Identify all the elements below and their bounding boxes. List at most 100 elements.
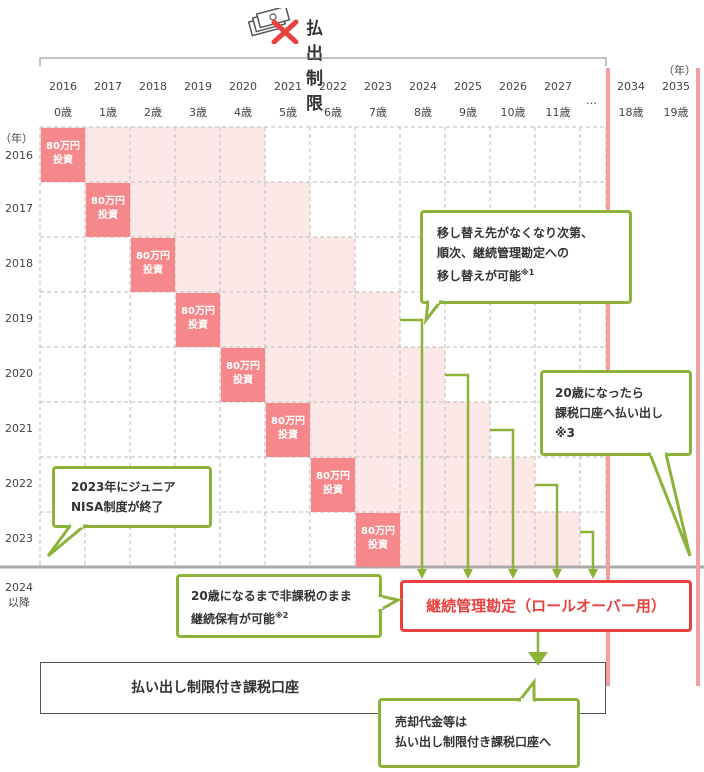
invest-amount: 80万円 [271, 416, 305, 427]
note-2: ※2 [275, 611, 289, 620]
held-cell [355, 347, 400, 402]
held-cell [175, 182, 220, 237]
rollover-account-label: 継続管理勘定（ロールオーバー用） [426, 597, 666, 615]
held-cell [265, 182, 310, 237]
row-label-2020: 2020 [5, 367, 33, 380]
held-cell [310, 402, 355, 457]
invest-cell: 80万円投資 [86, 183, 130, 237]
invest-cell: 80万円投資 [131, 238, 175, 292]
held-cell [265, 292, 310, 347]
held-cell [220, 292, 265, 347]
row-label-2021: 2021 [5, 422, 33, 435]
year-2017: 2017 [94, 80, 122, 93]
held-cell [220, 182, 265, 237]
invest-label: 投資 [233, 375, 253, 386]
held-cell [310, 237, 355, 292]
invest-cell: 80万円投資 [41, 128, 85, 182]
row-label-2022: 2022 [5, 477, 33, 490]
invest-label: 投資 [188, 320, 208, 331]
callout-end-line2: NISA制度が終了 [71, 500, 164, 514]
callout-keep-line2: 継続保有が可能※2 [191, 606, 379, 629]
callout-keep: 20歳になるまで非課税のまま 継続保有が可能※2 [176, 574, 382, 638]
callout-age20: 20歳になったら 課税口座へ払い出し ※3 [540, 370, 692, 456]
year-2034: 2034 [617, 80, 645, 93]
callout-transfer-line3: 移し替えが可能※1 [437, 263, 629, 286]
age-7: 7歳 [369, 106, 387, 119]
held-cell [130, 127, 175, 182]
year-2035: 2035 [662, 80, 690, 93]
year-2020: 2020 [229, 80, 257, 93]
age-19: 19歳 [663, 106, 689, 119]
callout-transfer-line2: 順次、継続管理勘定への [437, 246, 570, 260]
callout-age20-line3: ※3 [555, 426, 576, 440]
callout-end: 2023年にジュニア NISA制度が終了 [52, 466, 212, 528]
held-cell [400, 457, 445, 512]
held-cell [85, 127, 130, 182]
held-cell [400, 512, 445, 567]
age-3: 3歳 [189, 106, 207, 119]
age-10: 10歳 [500, 106, 526, 119]
row-label-2016: 2016 [5, 149, 33, 162]
row-label-2024-later: 以降 [8, 596, 30, 609]
held-cell [220, 237, 265, 292]
invest-cell: 80万円投資 [311, 458, 355, 512]
row-label-2023: 2023 [5, 532, 33, 545]
year-2027: 2027 [544, 80, 572, 93]
restricted-account-box: 払い出し制限付き課税口座 [40, 662, 606, 714]
invest-label: 投資 [53, 155, 73, 166]
held-cell [445, 402, 490, 457]
held-cell [535, 512, 580, 567]
row-label-2024: 2024 以降 [0, 580, 38, 610]
held-cell [400, 347, 445, 402]
held-cell [130, 182, 175, 237]
held-cell [355, 292, 400, 347]
invest-amount: 80万円 [46, 141, 80, 152]
invest-label: 投資 [143, 265, 163, 276]
callout-transfer: 移し替え先がなくなり次第、 順次、継続管理勘定への 移し替えが可能※1 [420, 210, 632, 304]
held-cell [355, 457, 400, 512]
age-2: 2歳 [144, 106, 162, 119]
held-cell [175, 237, 220, 292]
ellipsis: … [586, 94, 597, 107]
row-label-2017: 2017 [5, 202, 33, 215]
callout-transfer-line1: 移し替え先がなくなり次第、 [437, 226, 594, 240]
age-0: 0歳 [54, 106, 72, 119]
year-2023: 2023 [364, 80, 392, 93]
held-cell [220, 127, 265, 182]
held-cell [265, 237, 310, 292]
invest-amount: 80万円 [181, 306, 215, 317]
invest-amount: 80万円 [226, 361, 260, 372]
callout-age20-line1: 20歳になったら [555, 386, 644, 400]
divider-line [696, 68, 700, 686]
age-18: 18歳 [618, 106, 644, 119]
age-5: 5歳 [279, 106, 297, 119]
callout-keep-text: 継続保有が可能 [191, 612, 276, 626]
callout-keep-line1: 20歳になるまで非課税のまま [191, 589, 352, 603]
held-cell [355, 402, 400, 457]
invest-cell: 80万円投資 [176, 293, 220, 347]
held-cell [490, 512, 535, 567]
row-label-2024-year: 2024 [5, 581, 33, 594]
held-cell [445, 512, 490, 567]
invest-cell: 80万円投資 [266, 403, 310, 457]
row-label-2019: 2019 [5, 312, 33, 325]
held-cell [490, 457, 535, 512]
invest-amount: 80万円 [361, 526, 395, 537]
held-cell [310, 347, 355, 402]
rollover-account-box: 継続管理勘定（ロールオーバー用） [400, 580, 692, 632]
held-cell [265, 347, 310, 402]
callout-end-line1: 2023年にジュニア [71, 480, 176, 494]
note-1: ※1 [521, 268, 535, 277]
callout-sale-line2: 払い出し制限付き課税口座へ [395, 735, 552, 749]
held-cell [445, 457, 490, 512]
year-2025: 2025 [454, 80, 482, 93]
callout-sale: 売却代金等は 払い出し制限付き課税口座へ [378, 698, 580, 768]
year-2022: 2022 [319, 80, 347, 93]
callout-age20-line2: 課税口座へ払い出し [555, 406, 664, 420]
age-1: 1歳 [99, 106, 117, 119]
year-2016: 2016 [49, 80, 77, 93]
held-cell [310, 292, 355, 347]
year-2018: 2018 [139, 80, 167, 93]
year-2021: 2021 [274, 80, 302, 93]
invest-cell: 80万円投資 [221, 348, 265, 402]
